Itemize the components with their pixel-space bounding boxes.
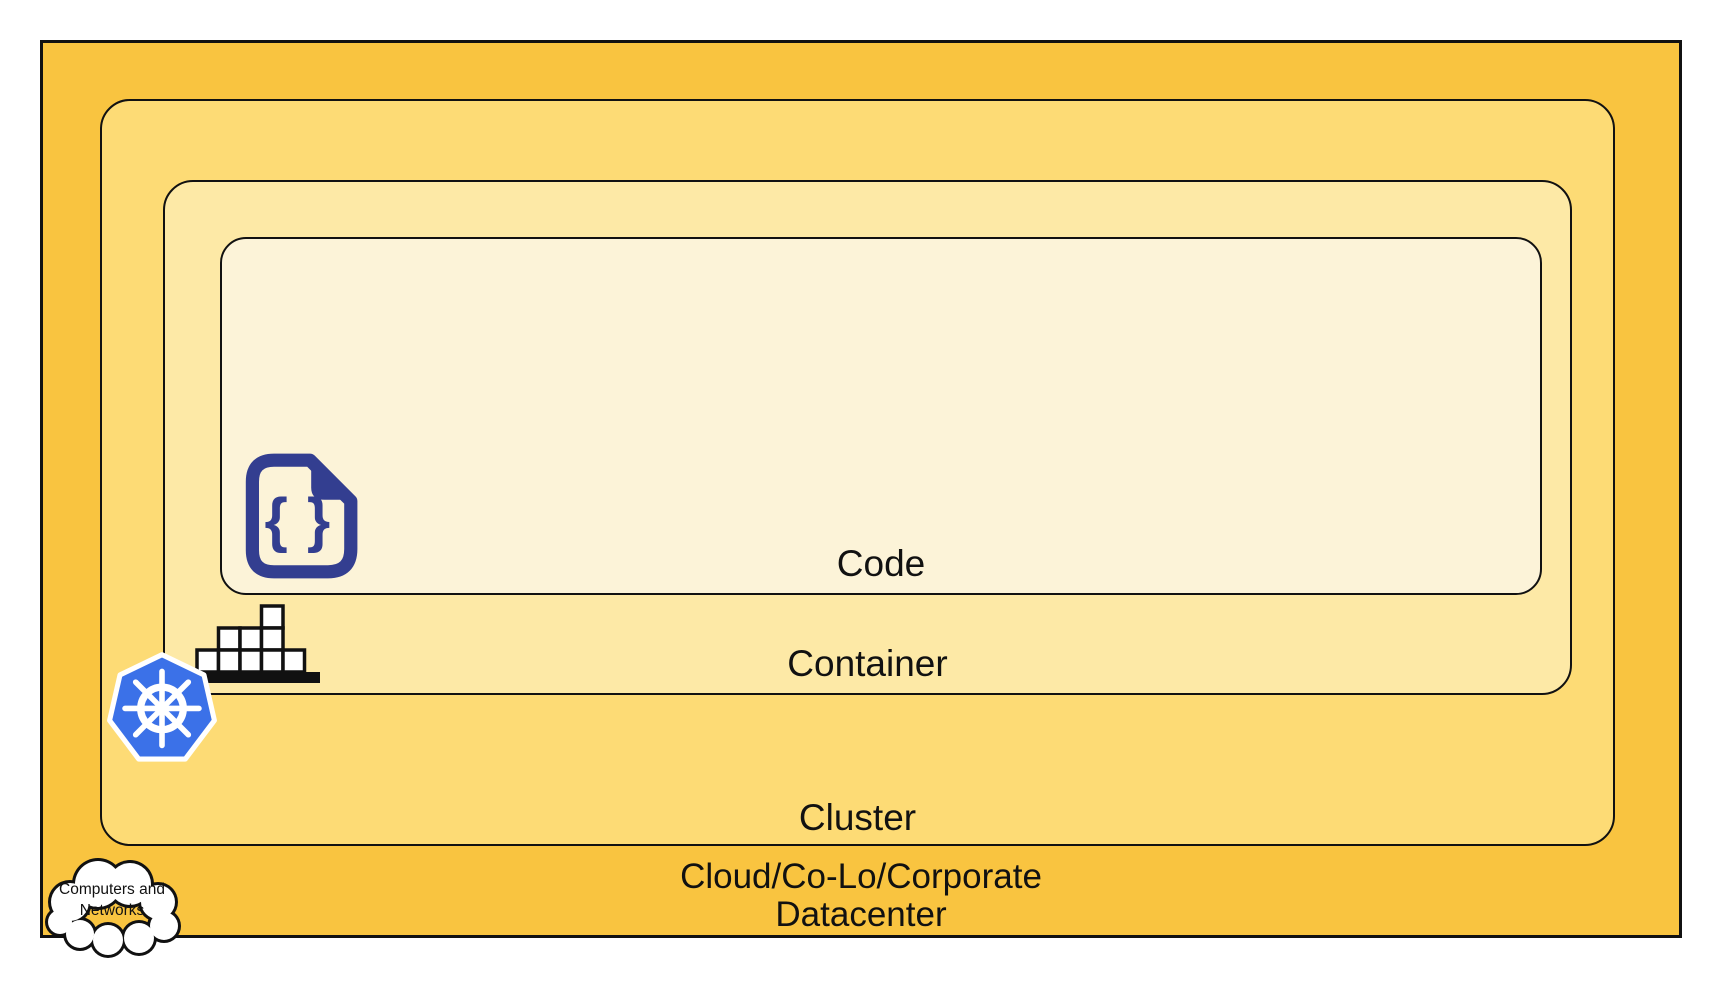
layer-box-code: Code xyxy=(220,237,1542,595)
code-file-braces: { } xyxy=(265,487,332,554)
cloud-label-line1: Computers and xyxy=(59,881,165,898)
code-file-icon: { } xyxy=(245,453,358,579)
cloud-body xyxy=(48,861,178,955)
kubernetes-wheel-ring xyxy=(137,683,187,734)
cloud-icon: Computers and Networks xyxy=(45,858,181,958)
layer-label-datacenter: Cloud/Co-Lo/Corporate Datacenter xyxy=(43,858,1679,933)
layer-label-datacenter-line2: Datacenter xyxy=(775,894,947,934)
layer-label-container: Container xyxy=(787,643,948,685)
code-file-fold xyxy=(311,461,350,500)
container-base-bar xyxy=(183,672,320,683)
container-stack-icon xyxy=(183,604,320,683)
kubernetes-wheel-hub xyxy=(156,702,168,715)
kubernetes-helm-icon xyxy=(107,652,217,762)
layer-label-datacenter-line1: Cloud/Co-Lo/Corporate xyxy=(680,857,1042,897)
layer-label-code: Code xyxy=(836,543,926,585)
container-boxes xyxy=(195,604,307,674)
layer-label-cluster: Cluster xyxy=(798,797,917,839)
cloud-label-line2: Networks xyxy=(80,902,145,919)
code-file-outline xyxy=(245,453,358,579)
